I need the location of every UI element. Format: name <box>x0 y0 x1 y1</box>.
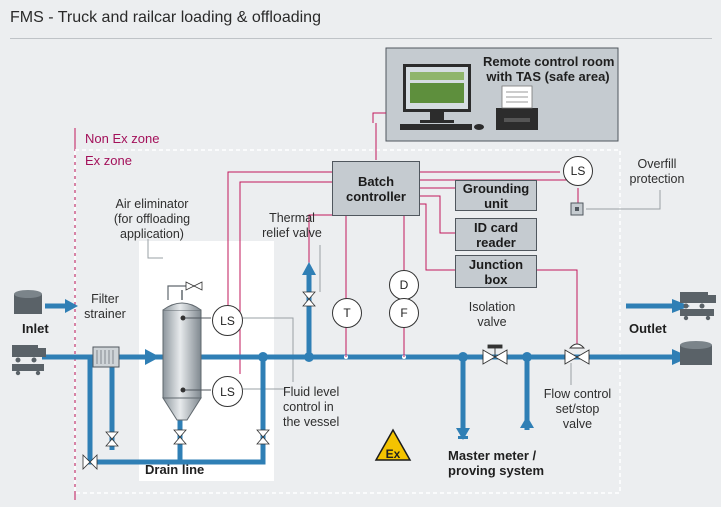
printer-icon <box>496 85 538 130</box>
annotation-lines <box>147 190 661 390</box>
vent-valve <box>185 281 203 291</box>
monitor-icon <box>400 64 472 130</box>
ex-symbol-text: Ex <box>385 447 401 461</box>
mouse-icon <box>474 124 484 130</box>
air-eliminator-vessel <box>162 285 211 421</box>
density-meter: D <box>389 270 419 300</box>
ex-symbol-icon <box>374 428 412 461</box>
level-switch-bottom: LS <box>212 376 243 407</box>
filter-strainer <box>92 346 120 368</box>
ex-zone-boundary <box>74 149 621 494</box>
outlet-truck-icon <box>680 292 716 321</box>
flow-control-valve <box>564 343 590 365</box>
temperature-sensor: T <box>332 298 362 328</box>
title-divider <box>10 38 712 39</box>
inlet-truck-icon <box>12 345 46 376</box>
non-ex-zone-label: Non Ex zone <box>85 131 160 146</box>
drain-area-panel <box>139 241 274 481</box>
overfill-level-switch: LS <box>563 156 593 186</box>
flow-meter: F <box>389 298 419 328</box>
isolation-valve <box>482 344 508 365</box>
outlet-label: Outlet <box>629 321 667 336</box>
control-room-label: Remote control room with TAS (safe area) <box>483 54 615 84</box>
inlet-tank-icon <box>14 290 42 314</box>
thermal-relief-valve <box>302 291 316 307</box>
outlet-tank-icon <box>680 341 712 365</box>
pipe-joints <box>258 352 532 439</box>
inlet-label: Inlet <box>22 321 49 336</box>
ex-zone-label: Ex zone <box>85 153 132 168</box>
level-switch-top: LS <box>212 305 243 336</box>
page-title: FMS - Truck and railcar loading & offloa… <box>10 9 321 26</box>
master-meter-label: Master meter /proving system <box>448 448 545 478</box>
drain-line-label: Drain line <box>145 462 205 477</box>
drain-valves <box>82 429 270 470</box>
